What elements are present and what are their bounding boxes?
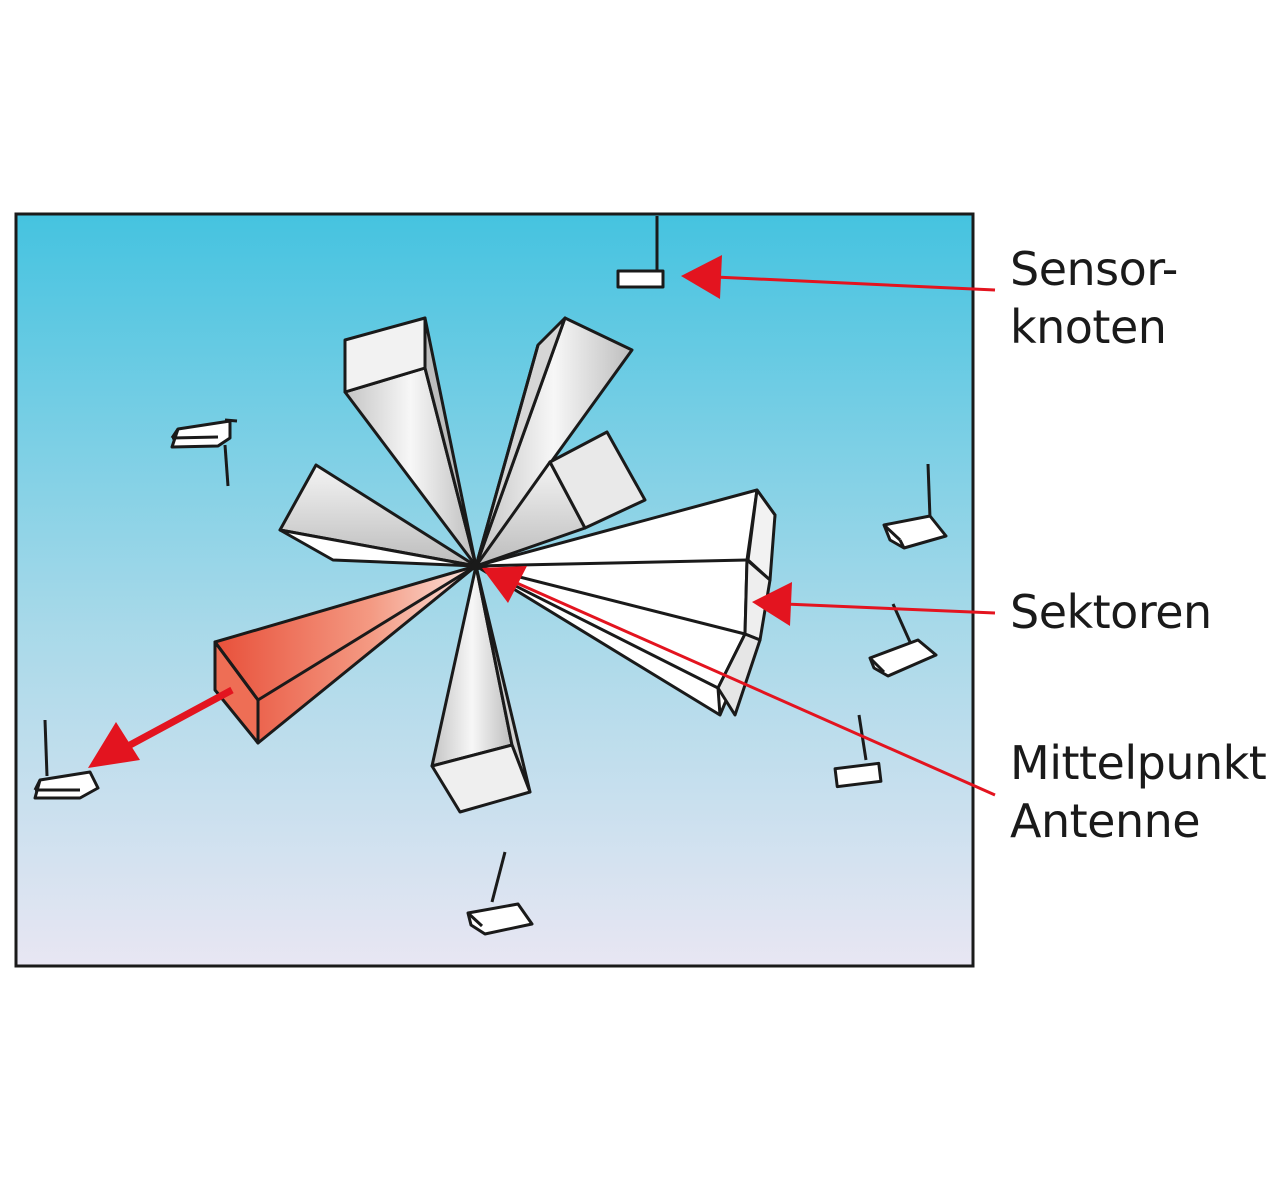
- sectors: [213, 316, 777, 814]
- sensor-node-right-middle: [868, 603, 938, 678]
- sector-bottom: [430, 564, 532, 814]
- sensor-node-left-lower: [33, 719, 100, 800]
- sensor-nodes: [33, 216, 948, 936]
- label-sektoren: Sektoren: [1010, 583, 1212, 641]
- sensor-node-right-upper: [882, 463, 948, 550]
- sector-right-fan: [474, 488, 777, 717]
- arrow-mittelpunkt: [482, 566, 996, 797]
- antenna-center-point: [471, 561, 481, 571]
- label-sensor-line2: knoten: [1010, 300, 1167, 354]
- sector-left: [278, 463, 478, 568]
- arrow-sektoren: [752, 582, 996, 626]
- sector-upper-left: [343, 316, 478, 568]
- label-sektoren-text: Sektoren: [1010, 585, 1212, 639]
- arrow-sensor-node: [681, 255, 996, 299]
- sensor-node-top: [616, 216, 665, 289]
- sensor-node-bottom: [466, 851, 534, 936]
- sector-upper-right: [474, 316, 634, 568]
- label-mittelpunkt-line1: Mittelpunkt: [1010, 736, 1267, 790]
- sensor-node-left-upper: [170, 418, 238, 487]
- arrow-transmission: [88, 686, 234, 768]
- sector-active-red: [213, 564, 478, 745]
- scene-frame: [14, 212, 975, 968]
- label-mittelpunkt-antenne: Mittelpunkt Antenne: [1010, 734, 1267, 850]
- callout-arrows: [88, 255, 996, 797]
- sector-small-box: [474, 430, 647, 568]
- label-sensor-line1: Sensor-: [1010, 242, 1178, 296]
- label-mittelpunkt-line2: Antenne: [1010, 794, 1201, 848]
- label-sensor-node: Sensor- knoten: [1010, 240, 1178, 356]
